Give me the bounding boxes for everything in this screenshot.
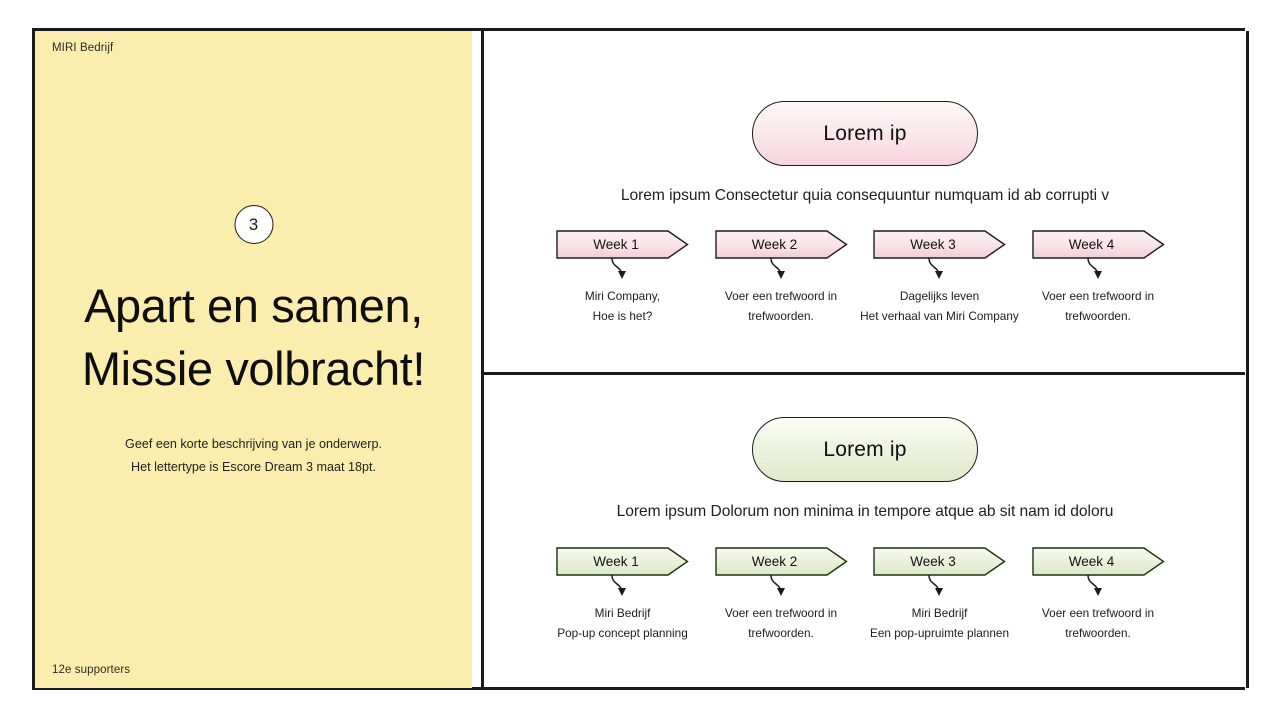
chevron-shape-icon: Week 2 <box>714 547 848 576</box>
week-label: Week 4 <box>1068 237 1115 252</box>
week-description: Miri Bedrijf Een pop-upruimte plannen <box>859 603 1020 644</box>
down-arrow-icon <box>928 574 943 596</box>
week-description-line-2: trefwoorden. <box>748 309 814 324</box>
week-description: Voer een trefwoord in trefwoorden. <box>1018 286 1179 327</box>
section-pink-pill[interactable]: Lorem ip <box>752 101 978 166</box>
week-item: Week 3 Dagelijks leven Het verhaal van M… <box>860 230 1032 327</box>
down-arrow-icon <box>769 257 785 279</box>
panel-divider-vertical <box>481 31 484 688</box>
section-pink: Lorem ip Lorem ipsum Consectetur quia co… <box>484 31 1246 372</box>
chevron-shape-icon: Week 1 <box>556 230 689 259</box>
section-green-pill[interactable]: Lorem ip <box>752 417 978 482</box>
down-arrow-icon <box>611 574 626 596</box>
week-description-line-1: Voer een trefwoord in <box>1041 289 1155 303</box>
down-arrow-icon <box>928 257 943 279</box>
brand-label: MIRI Bedrijf <box>52 42 114 54</box>
page-subtitle: Geef een korte beschrijving van je onder… <box>35 433 472 480</box>
week-item: Week 4 Voer een trefwoord in trefwoorden… <box>1031 547 1191 644</box>
week-chevron[interactable]: Week 3 <box>873 547 1006 596</box>
chevron-shape-icon: Week 2 <box>714 230 848 259</box>
week-description-line-1: Voer een trefwoord in <box>724 606 838 620</box>
week-description-line-2: Hoe is het? <box>592 309 653 324</box>
week-label: Week 3 <box>910 237 956 252</box>
week-description: Miri Company, Hoe is het? <box>542 286 703 327</box>
page-title: Apart en samen, Missie volbracht! <box>35 275 472 400</box>
frame-bottom-rule <box>32 687 1245 690</box>
week-label: Week 3 <box>910 554 956 569</box>
chevron-shape-icon: Week 3 <box>873 547 1006 576</box>
down-arrow-icon <box>611 257 626 279</box>
week-description-line-1: Miri Company, <box>584 289 661 303</box>
frame-top-rule <box>32 28 1245 31</box>
slide-number-badge: 3 <box>234 205 273 244</box>
section-pink-pill-label: Lorem ip <box>823 121 907 145</box>
week-description-line-2: Een pop-upruimte plannen <box>869 626 1010 641</box>
week-description-line-1: Miri Bedrijf <box>911 606 968 620</box>
week-item: Week 1 Miri Bedrijf Pop-up concept plann… <box>556 547 715 644</box>
week-chevron[interactable]: Week 3 <box>873 230 1006 279</box>
frame-right-rule <box>1246 31 1249 688</box>
week-chevron[interactable]: Week 2 <box>714 547 848 596</box>
week-label: Week 1 <box>593 554 639 569</box>
week-chevron[interactable]: Week 1 <box>556 230 689 279</box>
week-description-line-2: Pop-up concept planning <box>557 626 688 641</box>
week-description-line-1: Miri Bedrijf <box>594 606 651 620</box>
week-label: Week 2 <box>751 554 798 569</box>
week-item: Week 3 Miri Bedrijf Een pop-upruimte pla… <box>870 547 1032 644</box>
week-description-line-2: Het verhaal van Miri Company <box>860 309 1019 324</box>
chevron-shape-icon: Week 4 <box>1031 230 1165 259</box>
frame-left-rule <box>32 31 35 689</box>
section-green: Lorem ip Lorem ipsum Dolorum non minima … <box>484 375 1246 688</box>
chevron-shape-icon: Week 3 <box>873 230 1006 259</box>
week-chevron[interactable]: Week 2 <box>714 230 848 279</box>
slide-number-text: 3 <box>248 214 259 234</box>
week-item: Week 1 Miri Company, Hoe is het? <box>556 230 715 327</box>
week-label: Week 2 <box>751 237 798 252</box>
week-description: Voer een trefwoord in trefwoorden. <box>701 286 862 327</box>
week-description: Voer een trefwoord in trefwoorden. <box>701 603 862 644</box>
page-title-line-2: Missie volbracht! <box>81 341 426 395</box>
week-description: Voer een trefwoord in trefwoorden. <box>1018 603 1179 644</box>
week-description-line-2: trefwoorden. <box>1065 309 1131 324</box>
section-pink-week-row: Week 1 Miri Company, Hoe is het? <box>556 230 1190 327</box>
page-title-line-1: Apart en samen, <box>84 279 423 332</box>
week-chevron[interactable]: Week 4 <box>1031 230 1165 279</box>
down-arrow-icon <box>1086 257 1102 279</box>
week-description: Dagelijks leven Het verhaal van Miri Com… <box>859 286 1020 327</box>
chevron-shape-icon: Week 1 <box>556 547 689 576</box>
section-green-pill-label: Lorem ip <box>823 437 907 461</box>
chevron-shape-icon: Week 4 <box>1031 547 1165 576</box>
down-arrow-icon <box>1086 574 1102 596</box>
week-item: Week 2 Voer een trefwoord in trefwoorden… <box>714 230 874 327</box>
week-description-line-1: Dagelijks leven <box>899 289 980 303</box>
section-green-week-row: Week 1 Miri Bedrijf Pop-up concept plann… <box>556 547 1190 644</box>
footer-label: 12e supporters <box>52 664 131 676</box>
week-description-line-2: trefwoorden. <box>748 626 814 641</box>
week-item: Week 4 Voer een trefwoord in trefwoorden… <box>1031 230 1191 327</box>
page-subtitle-line-2: Het lettertype is Escore Dream 3 maat 18… <box>131 460 376 475</box>
week-label: Week 1 <box>593 237 639 252</box>
week-description-line-1: Voer een trefwoord in <box>1041 606 1155 620</box>
week-description-line-2: trefwoorden. <box>1065 626 1131 641</box>
section-divider-horizontal <box>484 372 1245 375</box>
week-label: Week 4 <box>1068 554 1115 569</box>
week-item: Week 2 Voer een trefwoord in trefwoorden… <box>714 547 874 644</box>
section-green-description: Lorem ipsum Dolorum non minima in tempor… <box>616 503 1114 520</box>
left-title-panel: MIRI Bedrijf 3 Apart en samen, Missie vo… <box>35 31 472 688</box>
section-pink-description: Lorem ipsum Consectetur quia consequuntu… <box>620 187 1110 204</box>
page-subtitle-line-1: Geef een korte beschrijving van je onder… <box>125 437 382 451</box>
week-chevron[interactable]: Week 4 <box>1031 547 1165 596</box>
week-description: Miri Bedrijf Pop-up concept planning <box>542 603 703 644</box>
week-description-line-1: Voer een trefwoord in <box>724 289 838 303</box>
week-chevron[interactable]: Week 1 <box>556 547 689 596</box>
down-arrow-icon <box>769 574 785 596</box>
